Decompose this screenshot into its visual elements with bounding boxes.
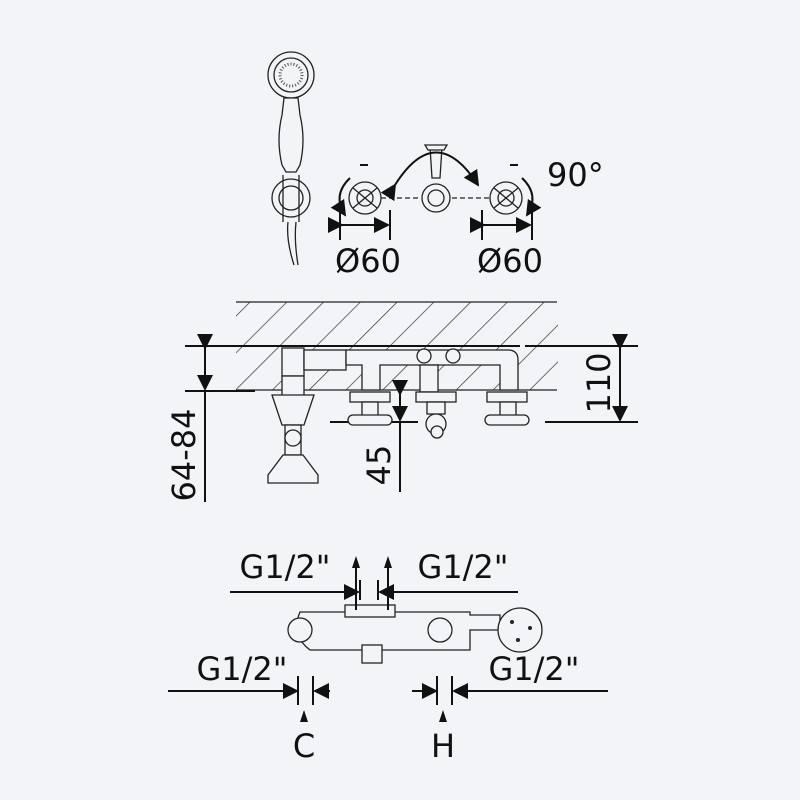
bath-mixer-side-icon [267, 347, 530, 484]
hot-label: H [431, 727, 455, 765]
spout-height-label: 45 [360, 445, 398, 486]
side-view: 64-84 45 110 [165, 301, 638, 502]
top-view: Ø60 Ø60 90° [267, 51, 604, 280]
valve-left-icon [348, 181, 382, 215]
total-height-label: 110 [580, 352, 618, 413]
cold-label: C [293, 727, 315, 765]
bath-mixer-bottom-icon [287, 604, 543, 664]
inlet-top-left-label: G1/2" [239, 548, 330, 586]
diameter-left-label: Ø60 [335, 242, 401, 280]
diameter-right-label: Ø60 [477, 242, 543, 280]
inlet-bottom-left-label: G1/2" [196, 650, 287, 688]
inlet-top-right-label: G1/2" [417, 548, 508, 586]
bottom-view: G1/2" G1/2" G1/2" G1/2" C H [168, 548, 608, 765]
hand-shower-icon [267, 51, 315, 266]
valve-right-icon [489, 181, 523, 215]
inlet-bottom-right-label: G1/2" [488, 650, 579, 688]
rotation-label: 90° [547, 156, 604, 194]
height-adjust-label: 64-84 [165, 409, 203, 502]
